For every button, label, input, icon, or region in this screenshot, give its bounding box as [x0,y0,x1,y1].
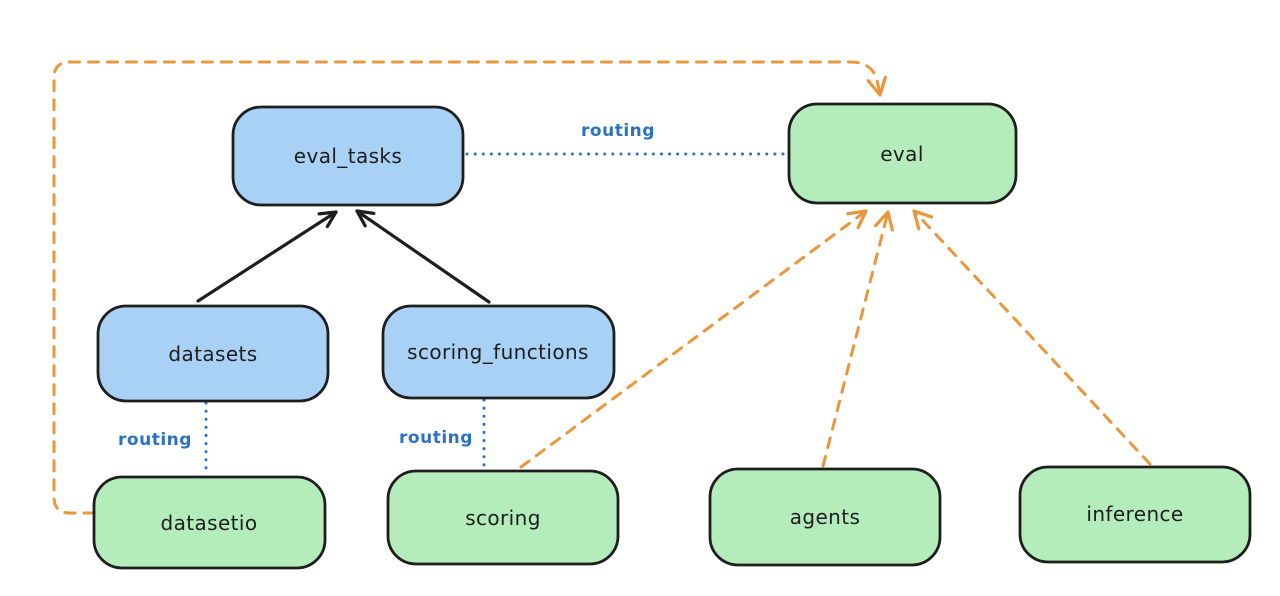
node-agents: agents [708,467,942,567]
node-inference-box [1018,465,1252,564]
node-scoring: scoring [386,469,620,566]
edge-inference-to-eval [912,209,1152,466]
node-datasets-box [96,304,330,403]
node-eval_tasks-box [231,105,465,207]
node-datasetio-label: datasetio [160,511,257,535]
node-inference: inference [1018,465,1252,564]
node-datasets: datasets [96,304,330,403]
node-agents-label: agents [790,505,861,529]
node-scoring_functions-label: scoring_functions [407,340,589,364]
edge-datasetio-to-eval [52,60,887,515]
node-eval_tasks: eval_tasks [231,105,465,207]
node-scoring_functions: scoring_functions [381,304,616,400]
node-eval: eval [787,102,1018,205]
edge-scoring_functions-to-eval_tasks [355,209,491,304]
node-eval-box [787,102,1018,205]
node-inference-label: inference [1086,502,1183,526]
routing-label-top: routing [581,121,655,141]
routing-label-scoring: routing [399,428,473,448]
node-scoring_functions-box [381,304,616,400]
edge-scoring-to-eval [519,209,868,469]
node-eval_tasks-label: eval_tasks [294,144,402,168]
routing-label-datasets: routing [118,430,192,450]
node-datasetio-box [92,475,327,570]
node-agents-box [708,467,942,567]
node-datasetio: datasetio [92,475,327,570]
edge-agents-to-eval [821,210,894,468]
node-scoring-label: scoring [465,506,541,530]
node-scoring-box [386,469,620,566]
node-datasets-label: datasets [168,342,257,366]
edge-datasets-to-eval_tasks [196,210,338,303]
node-eval-label: eval [880,142,924,166]
